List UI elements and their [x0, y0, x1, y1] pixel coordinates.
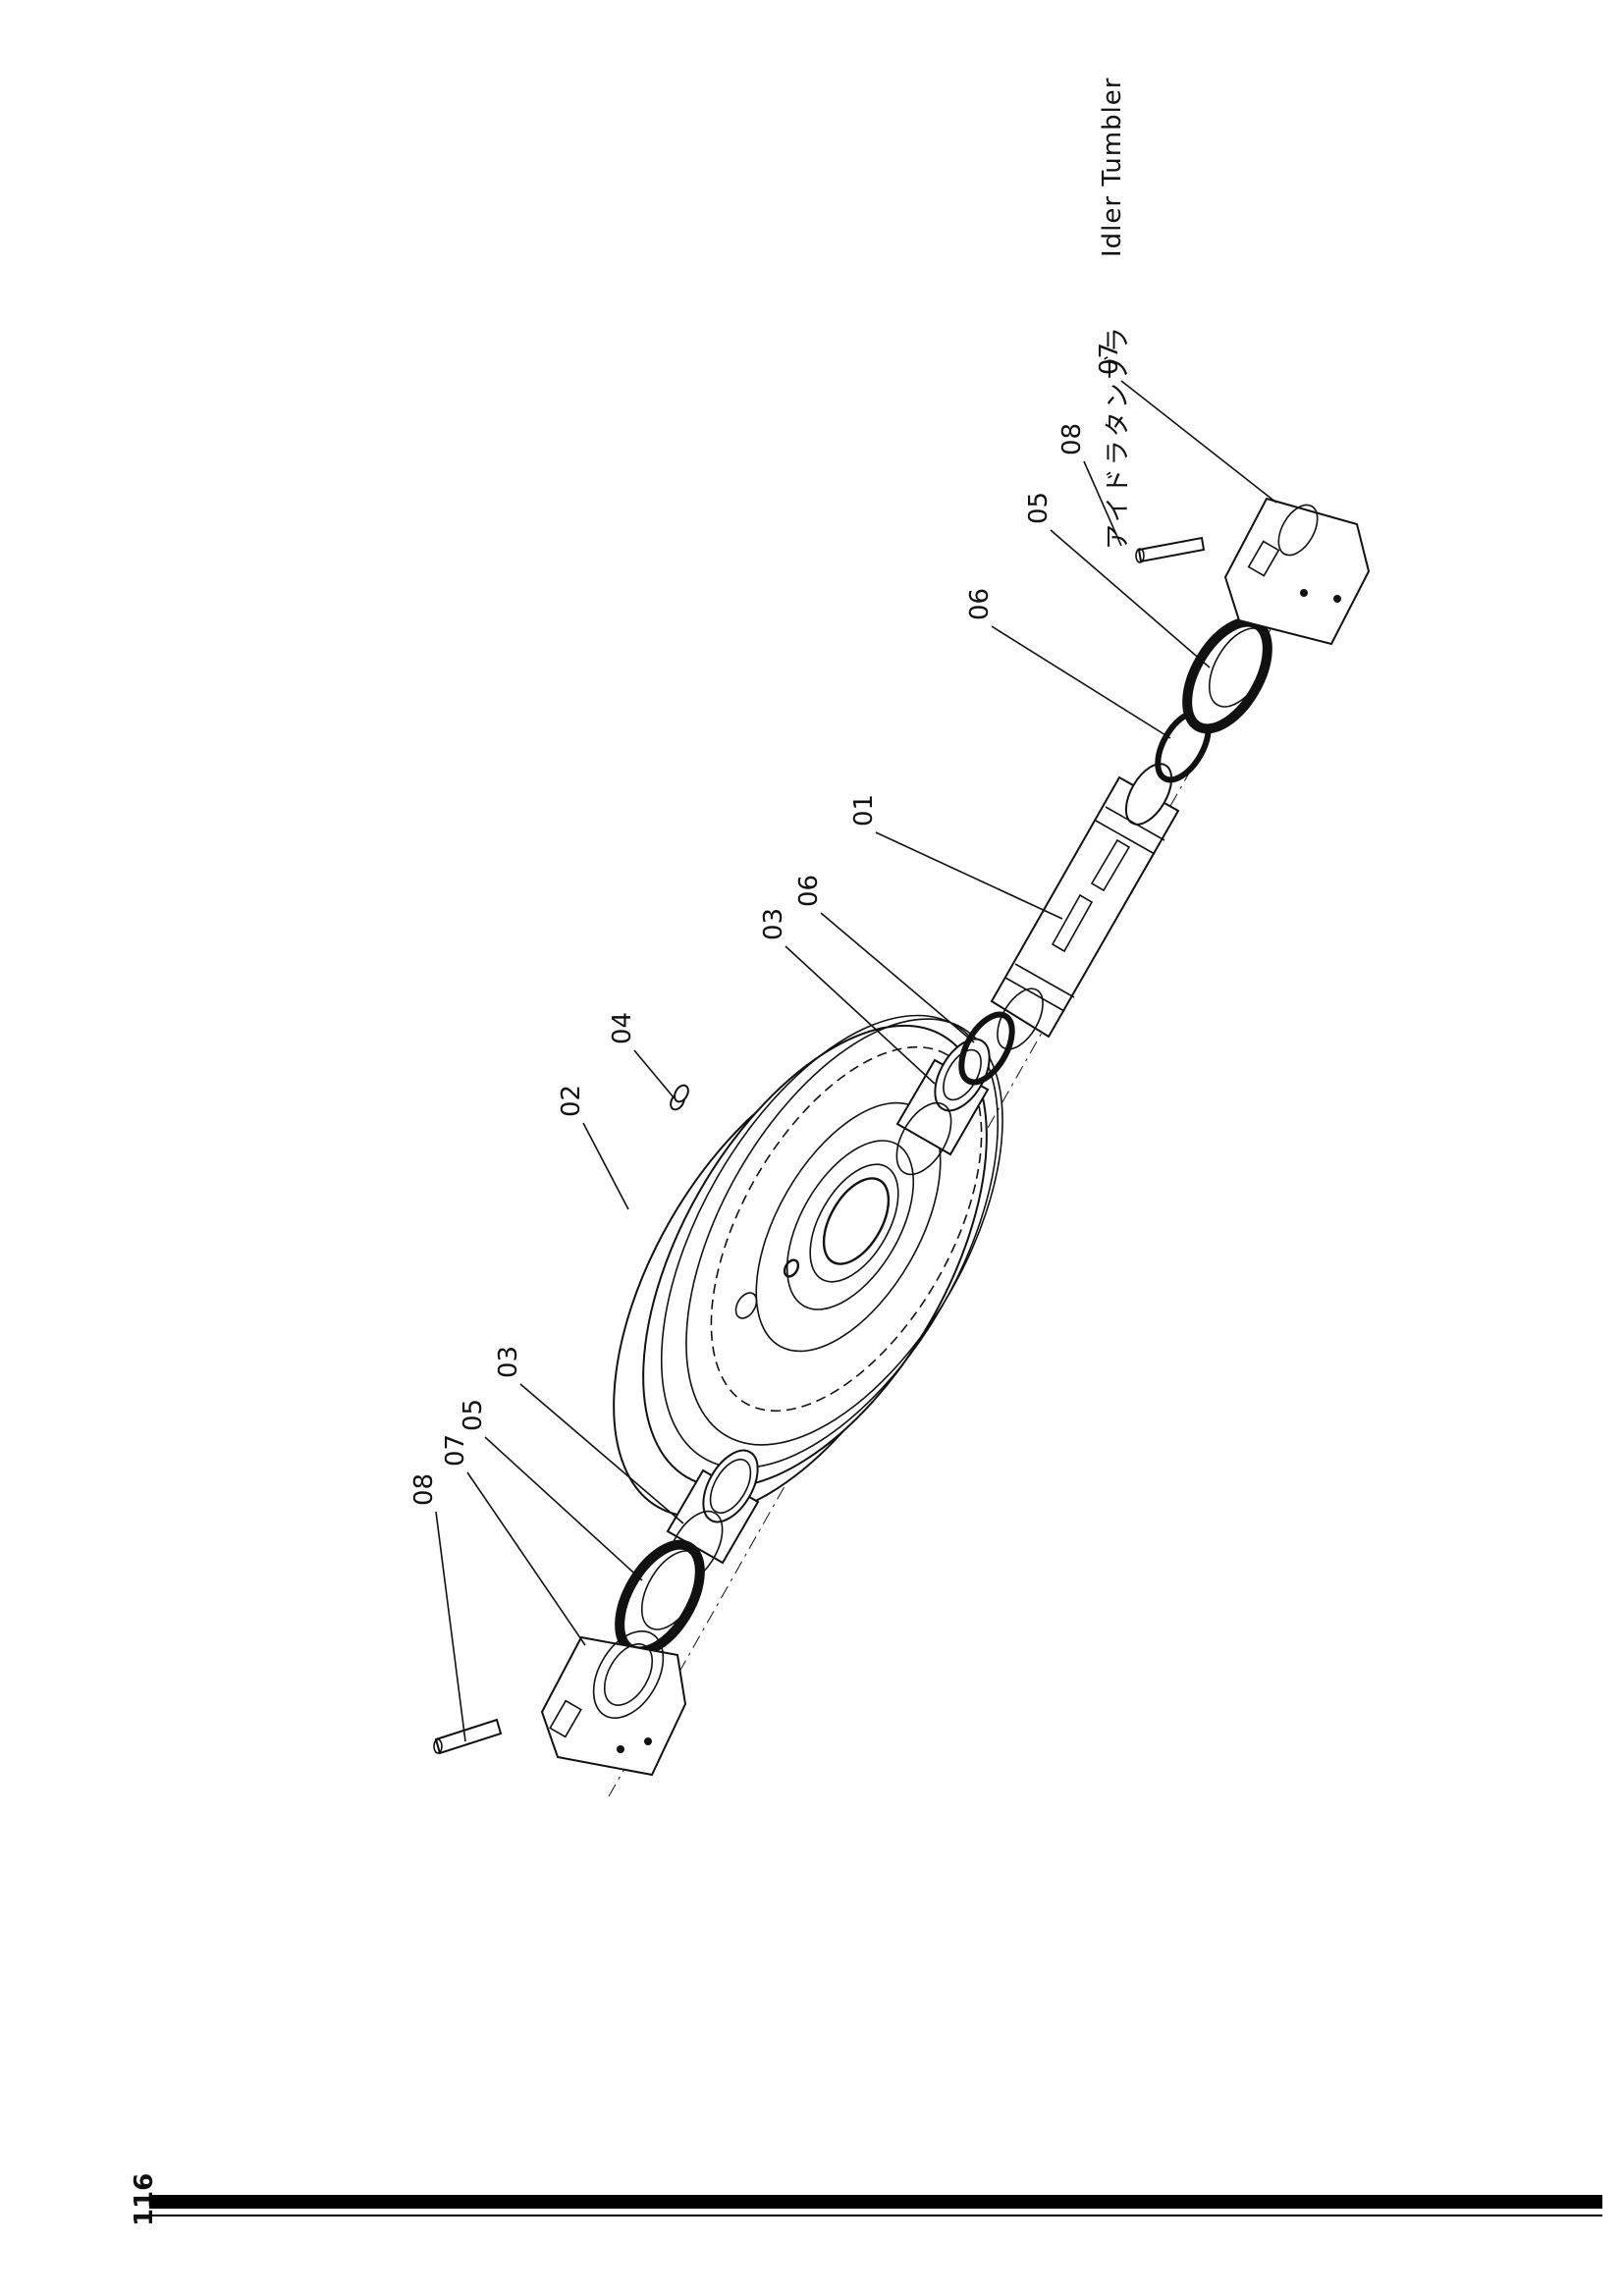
part-08-pin-upper: [1135, 536, 1206, 563]
footer-rule: [149, 2195, 1602, 2209]
part-05-seal-upper: [1182, 616, 1272, 734]
leader-lines: [435, 380, 1277, 1742]
callout-06-lower: 06: [965, 588, 995, 620]
footer-rule-thin: [149, 2215, 1602, 2216]
callout-07-lower: 07: [441, 1434, 470, 1467]
part-04-plug: [670, 1084, 689, 1111]
part-07-collar-lower: [540, 1630, 687, 1777]
callout-03-lower: 03: [494, 1346, 523, 1378]
part-01-shaft: [990, 763, 1180, 1050]
callout-08-upper: 08: [1057, 423, 1087, 455]
callout-03-upper: 03: [759, 908, 788, 940]
callout-08-lower: 08: [409, 1473, 439, 1506]
callout-01: 01: [849, 794, 879, 827]
callout-02: 02: [557, 1085, 586, 1117]
part-07-collar-upper: [1223, 497, 1371, 646]
part-08-pin-lower: [433, 1718, 503, 1755]
callout-06-upper: 06: [794, 875, 824, 907]
callout-05-lower: 05: [459, 1399, 488, 1431]
callout-04: 04: [608, 1012, 637, 1044]
callout-05-upper: 05: [1024, 492, 1054, 524]
callout-07-upper: 07: [1095, 343, 1124, 375]
part-03-bushing-lower: [666, 1449, 760, 1584]
